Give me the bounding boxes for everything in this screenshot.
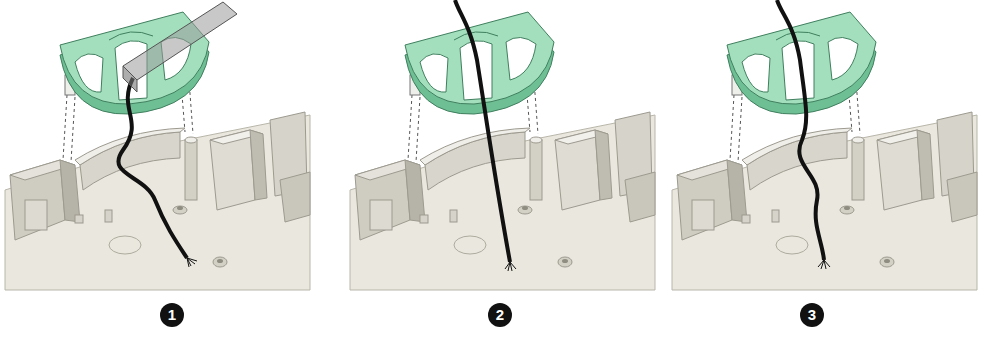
callout-number: 1 bbox=[160, 303, 184, 327]
callout-number: 3 bbox=[800, 303, 824, 327]
callout-number: 2 bbox=[488, 303, 512, 327]
